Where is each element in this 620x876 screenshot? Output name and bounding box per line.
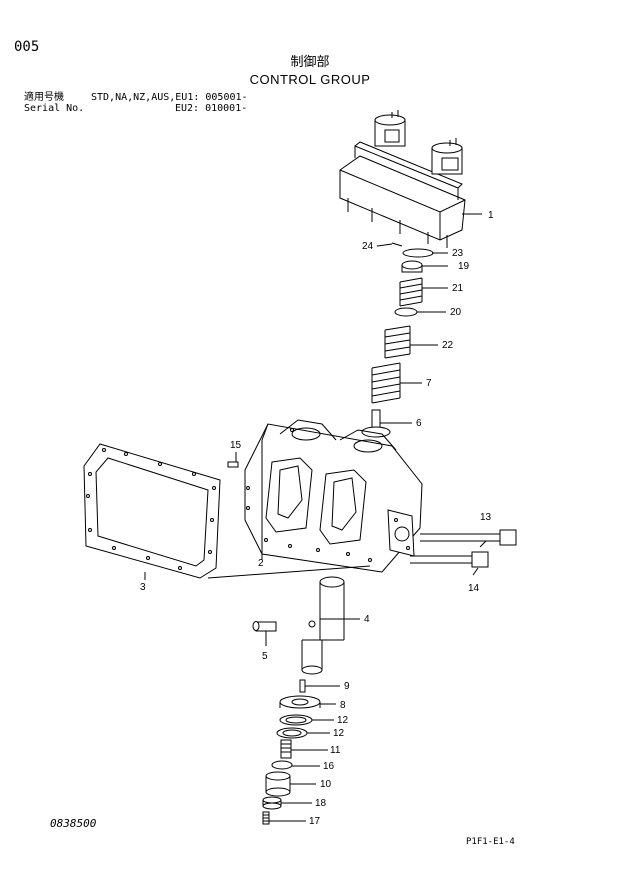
control-valve-block — [339, 110, 466, 248]
serial-value-row2: EU2: 010001- — [175, 103, 248, 114]
spring-21 — [399, 277, 423, 307]
nut-18 — [262, 796, 282, 810]
callout-12-upper: 12 — [337, 715, 349, 726]
spring-seat-19 — [401, 260, 423, 270]
callout-14: 14 — [468, 583, 480, 594]
callout-10: 10 — [320, 779, 332, 790]
plug-10 — [265, 771, 291, 797]
spring-22 — [384, 325, 411, 359]
callout-11: 11 — [330, 745, 341, 756]
callout-21: 21 — [452, 283, 464, 294]
callout-16: 16 — [323, 761, 335, 772]
callout-2: 2 — [258, 558, 264, 569]
title-english: CONTROL GROUP — [249, 72, 371, 87]
bolt-13 — [420, 529, 517, 546]
o-ring-23 — [402, 248, 434, 258]
pin-5 — [252, 621, 277, 632]
pin-24 — [391, 242, 403, 247]
serial-value-row1: STD,NA,NZ,AUS,EU1: 005001- — [91, 92, 248, 103]
callout-6: 6 — [416, 418, 422, 429]
serial-label-en: Serial No. — [24, 103, 85, 114]
callout-24: 24 — [362, 241, 374, 252]
callout-9: 9 — [344, 681, 350, 692]
gasket-3 — [83, 443, 221, 579]
callout-19: 19 — [458, 261, 470, 272]
rod-9 — [299, 679, 306, 693]
bolt-11 — [280, 739, 292, 759]
callout-18: 18 — [315, 798, 327, 809]
screw-17 — [262, 811, 270, 825]
serial-label-jp: 適用号機 — [24, 92, 64, 103]
callout-23: 23 — [452, 248, 464, 259]
callout-8: 8 — [340, 700, 346, 711]
document-number: 0838500 — [50, 817, 97, 830]
callout-15: 15 — [230, 440, 242, 451]
spring-7 — [371, 362, 401, 404]
callout-3: 3 — [140, 582, 146, 593]
callout-4: 4 — [364, 614, 370, 625]
callout-17: 17 — [309, 816, 321, 827]
callout-13: 13 — [480, 512, 492, 523]
pin-15 — [227, 461, 239, 468]
callout-5: 5 — [262, 651, 268, 662]
washer-20 — [394, 307, 418, 317]
bolt-14 — [410, 551, 489, 568]
callout-1: 1 — [488, 210, 494, 221]
nut-8 — [279, 695, 321, 709]
callout-20: 20 — [450, 307, 462, 318]
piston-4 — [301, 576, 345, 675]
control-housing-2 — [244, 419, 423, 573]
page-number: 005 — [14, 39, 40, 55]
callout-7: 7 — [426, 378, 432, 389]
callout-12-lower: 12 — [333, 728, 345, 739]
title-japanese: 制御部 — [290, 55, 330, 70]
callout-22: 22 — [442, 340, 454, 351]
o-ring-16 — [271, 760, 293, 770]
page-reference: P1F1-E1-4 — [466, 837, 515, 847]
